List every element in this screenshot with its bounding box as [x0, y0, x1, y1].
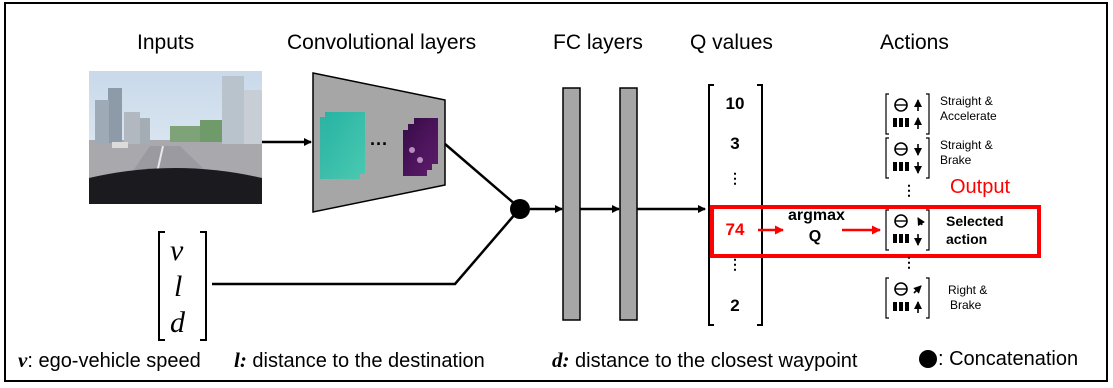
- legend-d: d: distance to the closest waypoint: [552, 348, 857, 373]
- legend-v-text: : ego-vehicle speed: [27, 350, 201, 372]
- legend-v-symbol: v: [18, 348, 28, 372]
- action-last-line2: Brake: [950, 298, 982, 312]
- q-ellipsis-lower: ⋮: [728, 256, 742, 272]
- legend-concat-text: : Concatenation: [938, 348, 1079, 370]
- q-value-selected: 74: [725, 220, 745, 239]
- action-last-line1: Right &: [948, 283, 988, 297]
- q-value-bottom: 2: [730, 296, 740, 315]
- legend-l: l: distance to the destination: [234, 348, 485, 373]
- actions-ellipsis-lower: ⋮: [902, 254, 916, 270]
- turn-right-icon: [913, 285, 922, 294]
- action-icon-selected: [885, 209, 930, 251]
- state-v: v: [170, 234, 184, 267]
- selected-action-line2: action: [946, 231, 988, 247]
- line-conv-to-concat: [444, 143, 517, 206]
- output-label: Output: [950, 176, 1011, 198]
- header-inputs: Inputs: [137, 31, 195, 54]
- pedal-icon: [893, 234, 897, 243]
- q-value-second: 3: [730, 134, 740, 153]
- concat-dot: [510, 199, 530, 219]
- legend-l-symbol: l:: [234, 348, 247, 372]
- conv-ellipsis: ···: [370, 134, 388, 154]
- action-2-line1: Straight &: [940, 138, 993, 152]
- state-l: l: [174, 270, 183, 303]
- pedal-icon: [893, 302, 897, 311]
- turn-left-icon: [917, 217, 925, 227]
- selected-action-line1: Selected: [946, 213, 1004, 229]
- state-bracket-right: [200, 231, 207, 341]
- line-state-to-concat: [212, 212, 517, 286]
- argmax-q-label: Q: [808, 228, 822, 245]
- selected-highlight-box: [710, 205, 1041, 258]
- legend-l-text: distance to the destination: [246, 350, 485, 372]
- legend-concat-dot: [919, 350, 937, 368]
- pedal-icon: [893, 162, 897, 171]
- pedal-icon: [893, 118, 897, 127]
- q-value-top: 10: [725, 94, 745, 113]
- fc-layer-1: [562, 87, 581, 321]
- action-1-line2: Accelerate: [940, 109, 997, 123]
- legend-d-text: distance to the closest waypoint: [569, 350, 858, 372]
- fc-layer-2: [619, 87, 638, 321]
- header-q-values: Q values: [690, 31, 773, 54]
- header-fc-layers: FC layers: [553, 31, 643, 54]
- legend-d-symbol: d:: [552, 348, 570, 372]
- state-bracket-left: [158, 231, 165, 341]
- state-d: d: [170, 306, 185, 339]
- input-camera-image: [89, 71, 262, 205]
- actions-ellipsis-upper: ⋮: [902, 182, 916, 198]
- action-icon-straight-brake: [885, 137, 930, 179]
- legend-v: v: ego-vehicle speed: [18, 348, 201, 373]
- action-2-line2: Brake: [940, 153, 972, 167]
- diagram-frame: [4, 2, 1108, 382]
- action-icon-right-brake: [885, 277, 930, 319]
- argmax-label: argmax: [788, 207, 845, 224]
- q-bracket-left: [708, 84, 714, 326]
- conv-layers-block: [312, 72, 446, 213]
- header-conv-layers: Convolutional layers: [287, 31, 477, 54]
- action-icon-straight-accelerate: [885, 93, 930, 135]
- header-actions: Actions: [880, 31, 949, 54]
- q-ellipsis-upper: ⋮: [728, 170, 742, 186]
- action-1-line1: Straight &: [940, 94, 993, 108]
